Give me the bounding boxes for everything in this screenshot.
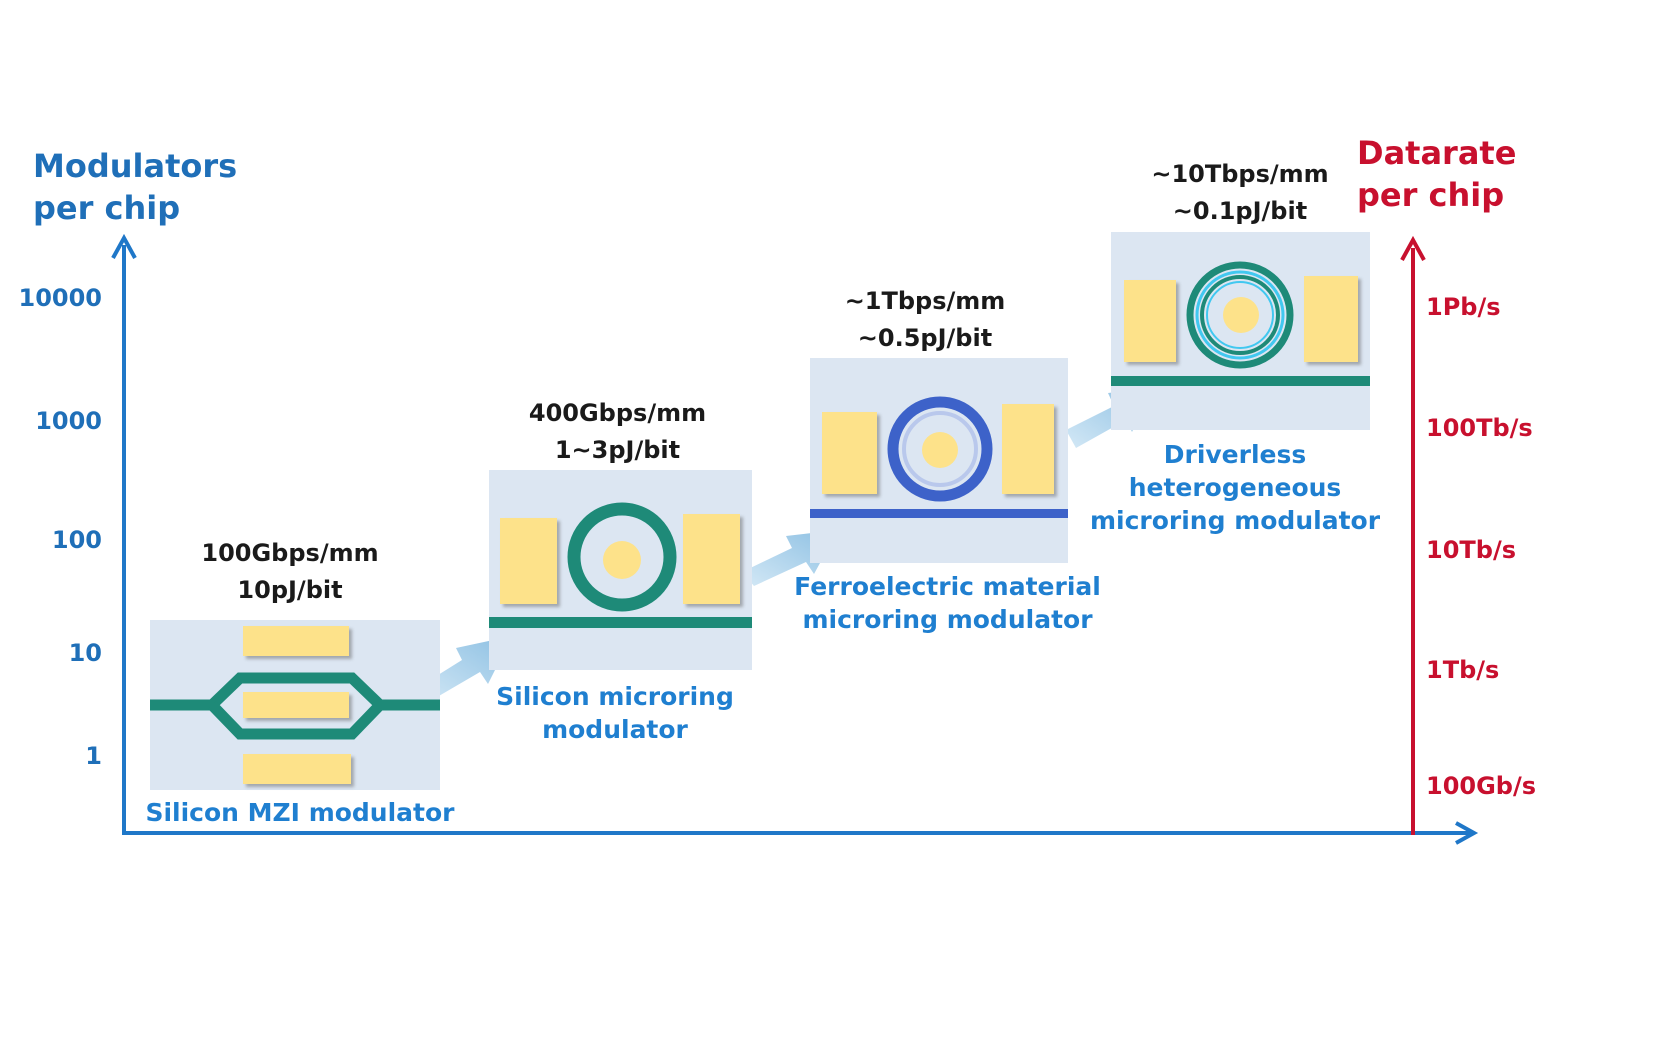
stage-1-electrode-middle bbox=[243, 692, 349, 718]
stage-4-electrode-right bbox=[1304, 276, 1358, 362]
right-tick-100tbs: 100Tb/s bbox=[1426, 414, 1533, 442]
stage-3-electrode-left bbox=[822, 412, 877, 494]
stage-1-electrode-top bbox=[243, 626, 349, 656]
stage-3-energy: ~0.5pJ/bit bbox=[857, 324, 993, 352]
left-axis-arrowhead bbox=[111, 233, 137, 259]
stage-3-metrics: ~1Tbps/mm ~0.5pJ/bit bbox=[790, 283, 1060, 357]
right-tick-10tbs: 10Tb/s bbox=[1426, 536, 1516, 564]
left-axis-title-line2: per chip bbox=[33, 189, 181, 227]
right-axis-title-line2: per chip bbox=[1357, 176, 1505, 214]
stage-4-name-line3: microring modulator bbox=[1089, 506, 1381, 535]
stage-2-bandwidth: 400Gbps/mm bbox=[528, 399, 707, 427]
left-axis-title-line1: Modulators bbox=[33, 147, 238, 185]
stage-3-name-line1: Ferroelectric material bbox=[794, 572, 1101, 601]
left-tick-1: 1 bbox=[85, 742, 102, 770]
stage-2-energy: 1~3pJ/bit bbox=[554, 436, 681, 464]
stage-3-electrode-right bbox=[1002, 404, 1054, 494]
right-tick-1tbs: 1Tb/s bbox=[1426, 656, 1500, 684]
left-tick-100: 100 bbox=[51, 526, 102, 554]
right-tick-1pbs: 1Pb/s bbox=[1426, 293, 1501, 321]
stage-4-bandwidth: ~10Tbps/mm bbox=[1151, 160, 1329, 188]
stage-4-name-line1: Driverless bbox=[1163, 440, 1307, 469]
stage-1-electrode-bottom bbox=[243, 754, 351, 784]
stage-1-name-line1: Silicon MZI modulator bbox=[145, 798, 455, 827]
right-axis-title: Datarate per chip bbox=[1357, 132, 1516, 216]
right-axis-arrowhead bbox=[1400, 235, 1426, 261]
left-axis-title: Modulators per chip bbox=[33, 145, 237, 229]
left-tick-10: 10 bbox=[68, 639, 102, 667]
stage-3-name: Ferroelectric material microring modulat… bbox=[790, 570, 1105, 636]
stage-2-metrics: 400Gbps/mm 1~3pJ/bit bbox=[480, 395, 755, 469]
stage-1-metrics: 100Gbps/mm 10pJ/bit bbox=[150, 535, 430, 609]
bottom-axis-arrowhead bbox=[1455, 821, 1479, 845]
left-tick-10000: 10000 bbox=[18, 284, 103, 312]
stage-1-energy: 10pJ/bit bbox=[237, 576, 343, 604]
stage-4-energy: ~0.1pJ/bit bbox=[1172, 197, 1308, 225]
stage-2-name: Silicon microring modulator bbox=[470, 680, 760, 746]
stage-2-name-line2: modulator bbox=[542, 715, 688, 744]
stage-2-electrode-right bbox=[683, 514, 740, 604]
stage-1-bandwidth: 100Gbps/mm bbox=[201, 539, 379, 567]
right-axis-title-line1: Datarate bbox=[1357, 134, 1517, 172]
stage-2-electrode-left bbox=[500, 518, 557, 604]
left-tick-1000: 1000 bbox=[35, 407, 102, 435]
stage-1-name: Silicon MZI modulator bbox=[140, 796, 460, 829]
stage-4-name: Driverless heterogeneous microring modul… bbox=[1085, 438, 1385, 537]
stage-4-electrode-left bbox=[1124, 280, 1176, 362]
stage-3-bandwidth: ~1Tbps/mm bbox=[844, 287, 1006, 315]
stage-4-name-line2: heterogeneous bbox=[1128, 473, 1342, 502]
stage-2-name-line1: Silicon microring bbox=[496, 682, 734, 711]
stage-4-metrics: ~10Tbps/mm ~0.1pJ/bit bbox=[1110, 156, 1370, 230]
stage-3-name-line2: microring modulator bbox=[802, 605, 1093, 634]
right-tick-100gbs: 100Gb/s bbox=[1426, 772, 1537, 800]
